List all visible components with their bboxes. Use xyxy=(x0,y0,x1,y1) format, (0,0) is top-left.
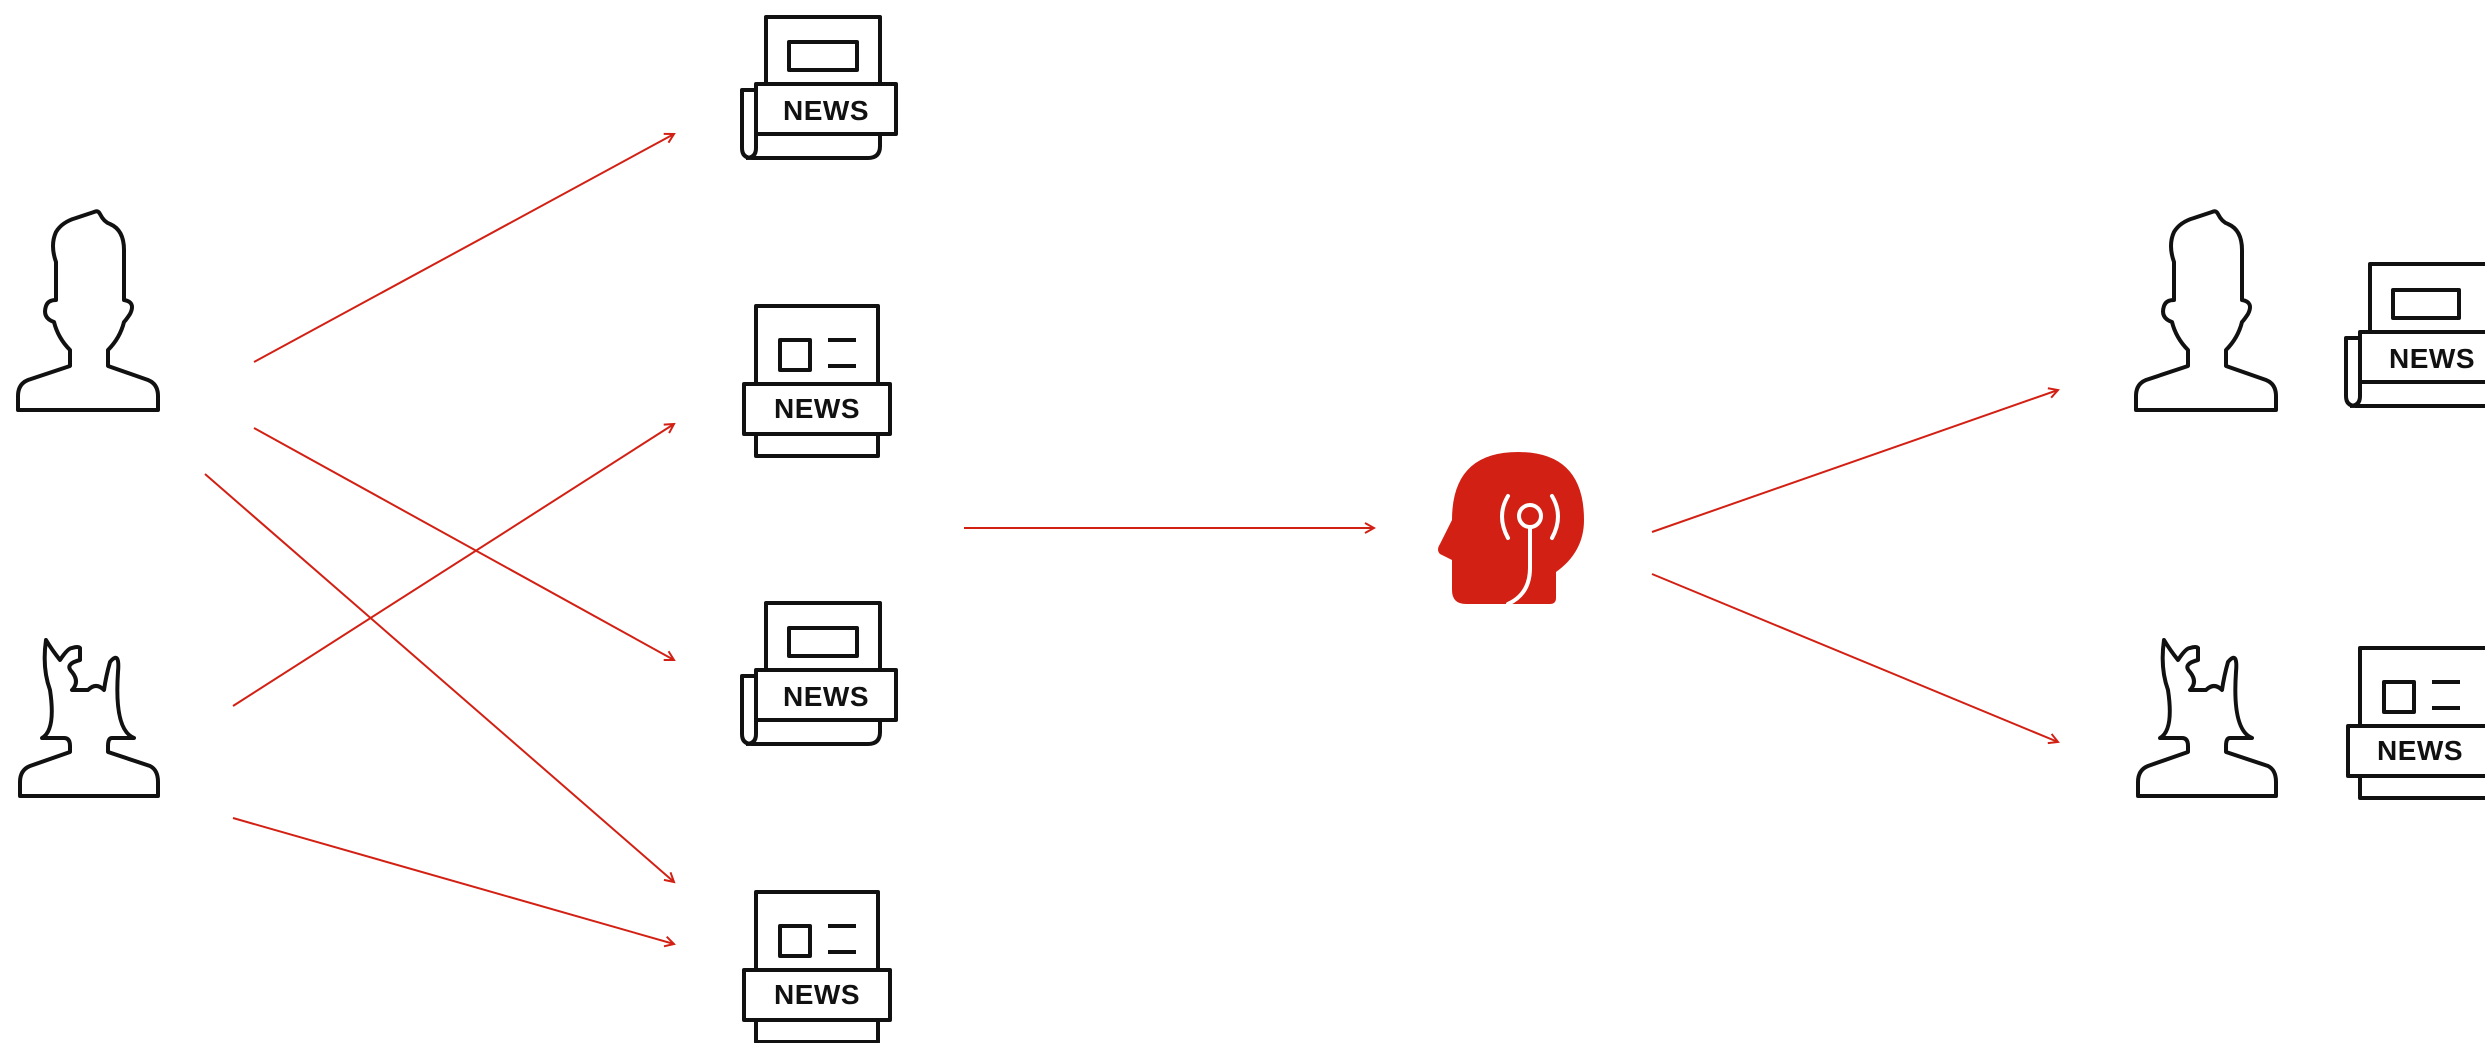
woman-reader-icon xyxy=(18,638,160,798)
arrow-woman-to-news2 xyxy=(232,424,674,707)
front-page-newspaper-icon: NEWS xyxy=(742,890,892,1043)
woman-reader-icon-right xyxy=(2136,638,2278,798)
newspaper-label: NEWS xyxy=(2377,735,2463,766)
newspaper-label: NEWS xyxy=(774,979,860,1010)
connection-arrows xyxy=(204,134,2058,944)
newspaper-label: NEWS xyxy=(774,393,860,424)
front-page-newspaper-icon-right: NEWS xyxy=(2346,646,2485,800)
arrow-man-to-news3 xyxy=(253,427,674,660)
man-reader-icon-right xyxy=(2134,209,2278,412)
newspaper-label: NEWS xyxy=(783,95,869,126)
folded-newspaper-icon: NEWS xyxy=(740,15,898,160)
newspaper-label: NEWS xyxy=(2389,343,2475,374)
arrow-man-to-news4 xyxy=(204,473,674,882)
head-broadcast-icon xyxy=(1438,452,1584,606)
man-reader-icon xyxy=(16,209,160,412)
arrow-analyzer-to-man xyxy=(1651,390,2058,533)
folded-newspaper-icon: NEWS xyxy=(740,601,898,746)
folded-newspaper-icon-right: NEWS xyxy=(2344,262,2485,408)
arrow-woman-to-news4 xyxy=(232,817,674,944)
arrow-analyzer-to-woman xyxy=(1651,573,2058,742)
front-page-newspaper-icon: NEWS xyxy=(742,304,892,458)
arrow-man-to-news1 xyxy=(253,134,674,363)
newspaper-label: NEWS xyxy=(783,681,869,712)
